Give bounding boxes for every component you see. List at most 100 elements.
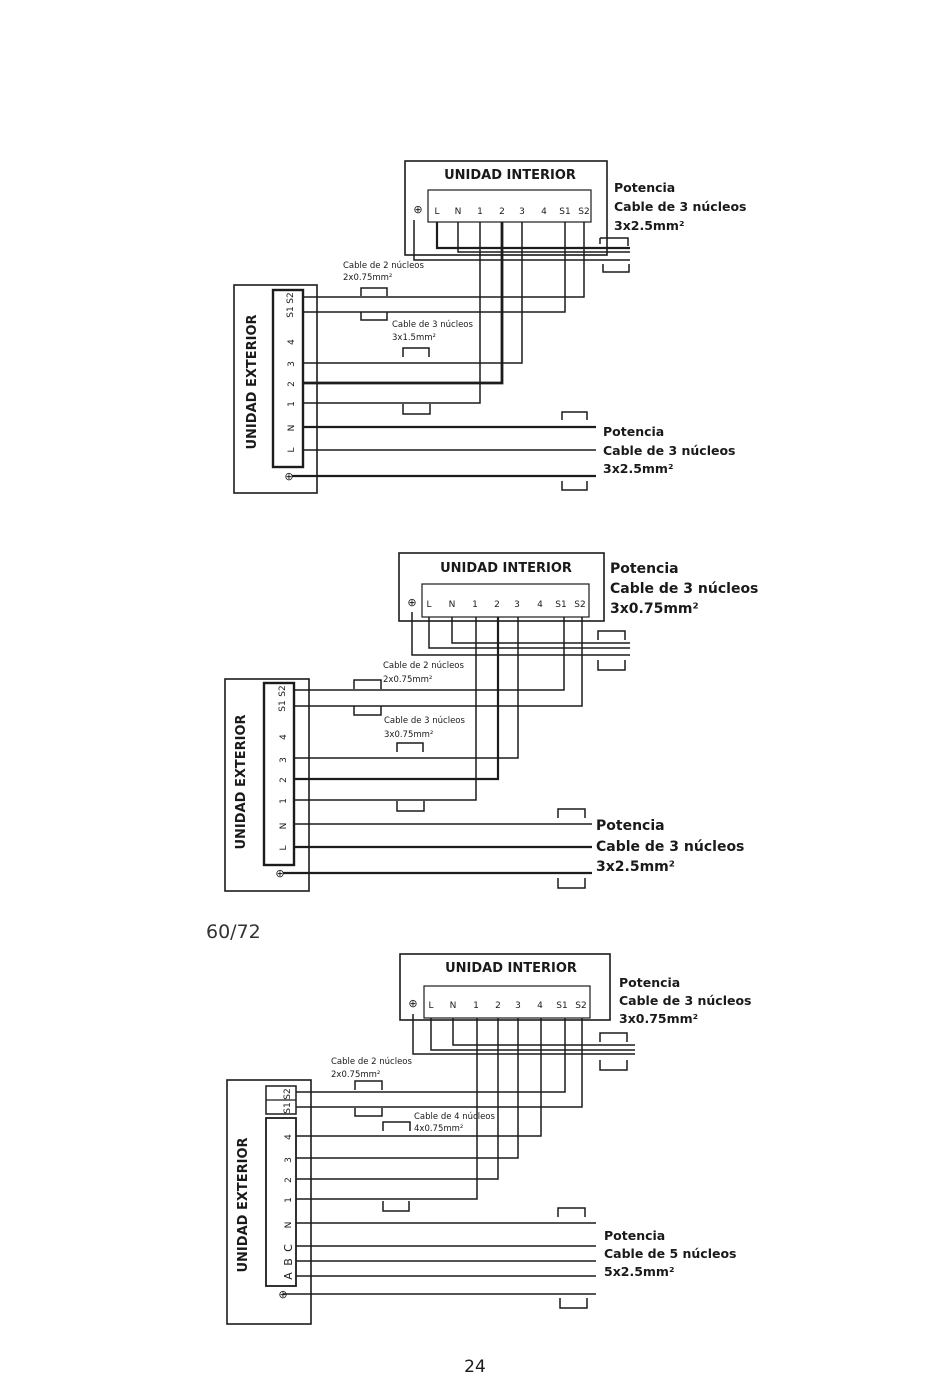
- indoor-terminal-L: L: [434, 207, 439, 217]
- outdoor-terminal-S2: S2: [278, 685, 288, 696]
- outdoor-terminal-B: B: [282, 1258, 295, 1266]
- ground-icon: ⊕: [275, 867, 284, 880]
- outdoor-terminal-1: 1: [287, 401, 297, 407]
- indoor-terminal-N: N: [455, 207, 462, 217]
- outdoor-terminal-S1: S1: [286, 306, 296, 317]
- outdoor-terminal-2: 2: [284, 1177, 294, 1183]
- indoor-terminal-block-2: [421, 583, 590, 618]
- indoor-terminal-S1: S1: [559, 207, 570, 217]
- outdoor-terminal-N: N: [279, 823, 289, 830]
- indoor-unit-box-2: [398, 552, 605, 622]
- indoor-power-cable-2: Cable de 3 núcleos: [610, 581, 758, 597]
- ground-icon: ⊕: [408, 997, 417, 1010]
- signal-cable-label-3: Cable de 2 núcleos: [331, 1057, 413, 1067]
- outdoor-terminal-block-2: [262, 681, 296, 867]
- signal-cable-size-2: 2x0.75mm²: [383, 675, 432, 685]
- outdoor-power-size-2: 3x2.5mm²: [596, 859, 675, 875]
- outdoor-terminal-3: 3: [287, 361, 297, 367]
- outdoor-power-size-3: 5x2.5mm²: [604, 1264, 674, 1279]
- indoor-power-size-3: 3x0.75mm²: [619, 1011, 698, 1026]
- outdoor-terminal-N: N: [284, 1222, 294, 1229]
- indoor-terminal-3: 3: [515, 1001, 521, 1011]
- control-cable-label-3: Cable de 4 núcleos: [414, 1112, 496, 1122]
- ground-icon: ⊕: [413, 203, 422, 216]
- indoor-terminal-2: 2: [499, 207, 505, 217]
- control-cable-size-1: 3x1.5mm²: [392, 333, 436, 343]
- indoor-terminal-4: 4: [537, 1001, 543, 1011]
- indoor-terminal-L: L: [426, 600, 431, 610]
- signal-cable-label-2: Cable de 2 núcleos: [383, 661, 465, 671]
- control-cable-label-1: Cable de 3 núcleos: [392, 320, 474, 330]
- control-cable-label-2: Cable de 3 núcleos: [384, 716, 466, 726]
- outdoor-unit-title-2: UNIDAD EXTERIOR: [234, 714, 249, 849]
- outdoor-terminal-4: 4: [279, 734, 289, 740]
- indoor-power-cable-1: Cable de 3 núcleos: [614, 199, 747, 214]
- outdoor-terminal-block-1: [271, 288, 305, 469]
- indoor-unit-title-1: UNIDAD INTERIOR: [444, 168, 576, 183]
- indoor-terminal-2: 2: [495, 1001, 501, 1011]
- ground-icon: ⊕: [284, 470, 293, 483]
- outdoor-unit-box-2: [224, 678, 310, 892]
- outdoor-power-cable-1: Cable de 3 núcleos: [603, 443, 736, 458]
- ground-icon: ⊕: [407, 596, 416, 609]
- indoor-unit-title-3: UNIDAD INTERIOR: [445, 961, 577, 976]
- diagram-3: UNIDAD INTERIOR ⊕ L N 1 2 3 4 S1 S2 Pote…: [226, 953, 752, 1325]
- outdoor-unit-title-1: UNIDAD EXTERIOR: [245, 314, 260, 449]
- indoor-terminal-S2: S2: [574, 600, 585, 610]
- signal-cable-size-3: 2x0.75mm²: [331, 1070, 380, 1080]
- signal-cable-label-1: Cable de 2 núcleos: [343, 261, 425, 271]
- indoor-unit-title-2: UNIDAD INTERIOR: [440, 561, 572, 576]
- indoor-terminal-1: 1: [472, 600, 478, 610]
- indoor-terminal-N: N: [450, 1001, 457, 1011]
- indoor-terminal-1: 1: [473, 1001, 479, 1011]
- page-number: 24: [464, 1357, 486, 1377]
- outdoor-power-size-1: 3x2.5mm²: [603, 461, 673, 476]
- signal-cable-size-1: 2x0.75mm²: [343, 273, 392, 283]
- indoor-terminal-2: 2: [494, 600, 500, 610]
- outdoor-power-label-2: Potencia: [596, 818, 665, 834]
- outdoor-terminal-1: 1: [279, 798, 289, 804]
- outdoor-terminal-L: L: [279, 845, 289, 850]
- control-cable-size-2: 3x0.75mm²: [384, 730, 433, 740]
- indoor-power-label-3: Potencia: [619, 975, 680, 990]
- outdoor-unit-box-1: [233, 284, 318, 494]
- outdoor-terminal-4: 4: [284, 1134, 294, 1140]
- indoor-terminal-3: 3: [514, 600, 520, 610]
- outdoor-terminal-S2: S2: [283, 1088, 293, 1099]
- outdoor-terminal-2: 2: [287, 381, 297, 387]
- outdoor-terminal-S2: S2: [286, 292, 296, 303]
- outdoor-terminal-block-3: [265, 1117, 297, 1287]
- outdoor-terminal-3: 3: [279, 757, 289, 763]
- indoor-power-label-1: Potencia: [614, 180, 675, 195]
- outdoor-power-cable-2: Cable de 3 núcleos: [596, 839, 744, 855]
- outdoor-power-label-3: Potencia: [604, 1228, 665, 1243]
- indoor-terminal-S2: S2: [578, 207, 589, 217]
- outdoor-terminal-N: N: [287, 425, 297, 432]
- diagram-1: UNIDAD INTERIOR ⊕ L N 1 2 3 4 S1 S2 Pote…: [233, 160, 747, 494]
- outdoor-terminal-S1: S1: [278, 700, 288, 711]
- outdoor-terminal-L: L: [287, 447, 297, 452]
- outdoor-terminal-1: 1: [284, 1197, 294, 1203]
- indoor-terminal-L: L: [428, 1001, 433, 1011]
- outdoor-terminal-3: 3: [284, 1157, 294, 1163]
- indoor-terminal-1: 1: [477, 207, 483, 217]
- model-label: 60/72: [206, 921, 261, 943]
- indoor-power-label-2: Potencia: [610, 561, 679, 577]
- outdoor-terminal-S1: S1: [283, 1102, 293, 1113]
- indoor-unit-box-1: [404, 160, 608, 256]
- outdoor-terminal-4: 4: [287, 339, 297, 345]
- indoor-terminal-N: N: [449, 600, 456, 610]
- indoor-terminal-4: 4: [537, 600, 543, 610]
- indoor-power-cable-3: Cable de 3 núcleos: [619, 993, 752, 1008]
- indoor-power-size-2: 3x0.75mm²: [610, 601, 699, 617]
- diagram-2: UNIDAD INTERIOR ⊕ L N 1 2 3 4 S1 S2 Pote…: [224, 552, 758, 892]
- indoor-terminal-4: 4: [541, 207, 547, 217]
- indoor-terminal-3: 3: [519, 207, 525, 217]
- indoor-terminal-block-3: [423, 985, 591, 1019]
- indoor-power-size-1: 3x2.5mm²: [614, 218, 684, 233]
- outdoor-unit-box-3: [226, 1079, 312, 1325]
- indoor-unit-box-3: [399, 953, 611, 1021]
- outdoor-terminal-A: A: [282, 1272, 295, 1280]
- outdoor-terminal-C: C: [282, 1244, 295, 1252]
